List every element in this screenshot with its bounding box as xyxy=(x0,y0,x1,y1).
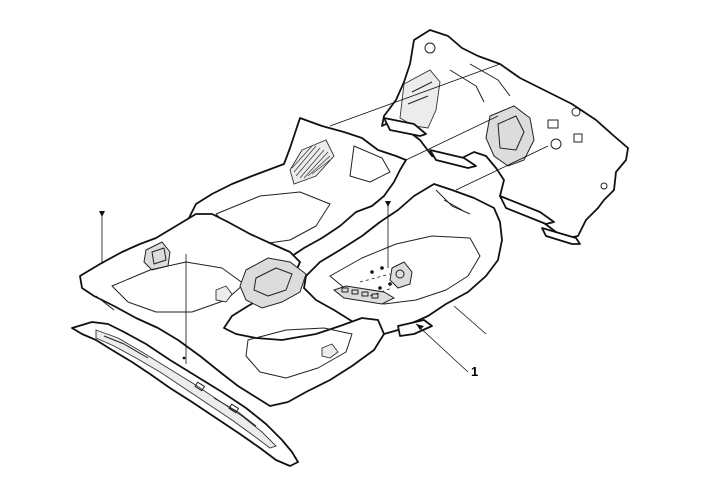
fasteners xyxy=(99,201,392,360)
rear-floor-carpet xyxy=(381,29,629,245)
front-left-floor-carpet xyxy=(79,213,385,407)
fastener-marker-center xyxy=(385,201,391,207)
fastener-marker-left xyxy=(99,211,105,217)
front-right-floor-carpet xyxy=(303,183,503,337)
assembly-leader-lines xyxy=(101,63,549,373)
side-sill-trim xyxy=(71,321,299,467)
center-rear-floor-carpet xyxy=(187,117,407,263)
callout-number-1: 1 xyxy=(471,364,479,379)
